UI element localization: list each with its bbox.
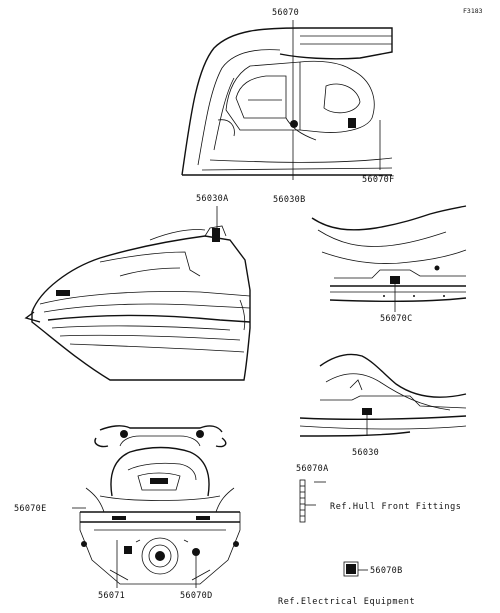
top-deck-view — [181, 20, 393, 180]
rear-view — [72, 425, 241, 588]
callout-56070: 56070 — [272, 8, 299, 18]
label-56070b — [343, 561, 368, 577]
callout-56071: 56071 — [98, 591, 125, 601]
callout-56030: 56030 — [352, 448, 379, 458]
ref-hull-front-fittings: Ref.Hull Front Fittings — [330, 502, 462, 512]
ref-electrical-equipment: Ref.Electrical Equipment — [278, 597, 415, 607]
callout-56030b: 56030B — [273, 195, 306, 205]
callout-56070a: 56070A — [296, 464, 329, 474]
label-strip-56070a — [299, 479, 326, 523]
callout-56030a: 56030A — [196, 194, 229, 204]
callout-56070b: 56070B — [370, 566, 403, 576]
rear-side-detail-view — [299, 353, 467, 437]
callout-56070f: 56070F — [362, 175, 395, 185]
figure-code: F3183 — [463, 7, 483, 15]
rear-deck-detail-view — [311, 205, 467, 312]
callout-56070c: 56070C — [380, 314, 413, 324]
callout-56070d: 56070D — [180, 591, 213, 601]
front-hull-side-view — [24, 206, 251, 381]
callout-56070e: 56070E — [14, 504, 47, 514]
